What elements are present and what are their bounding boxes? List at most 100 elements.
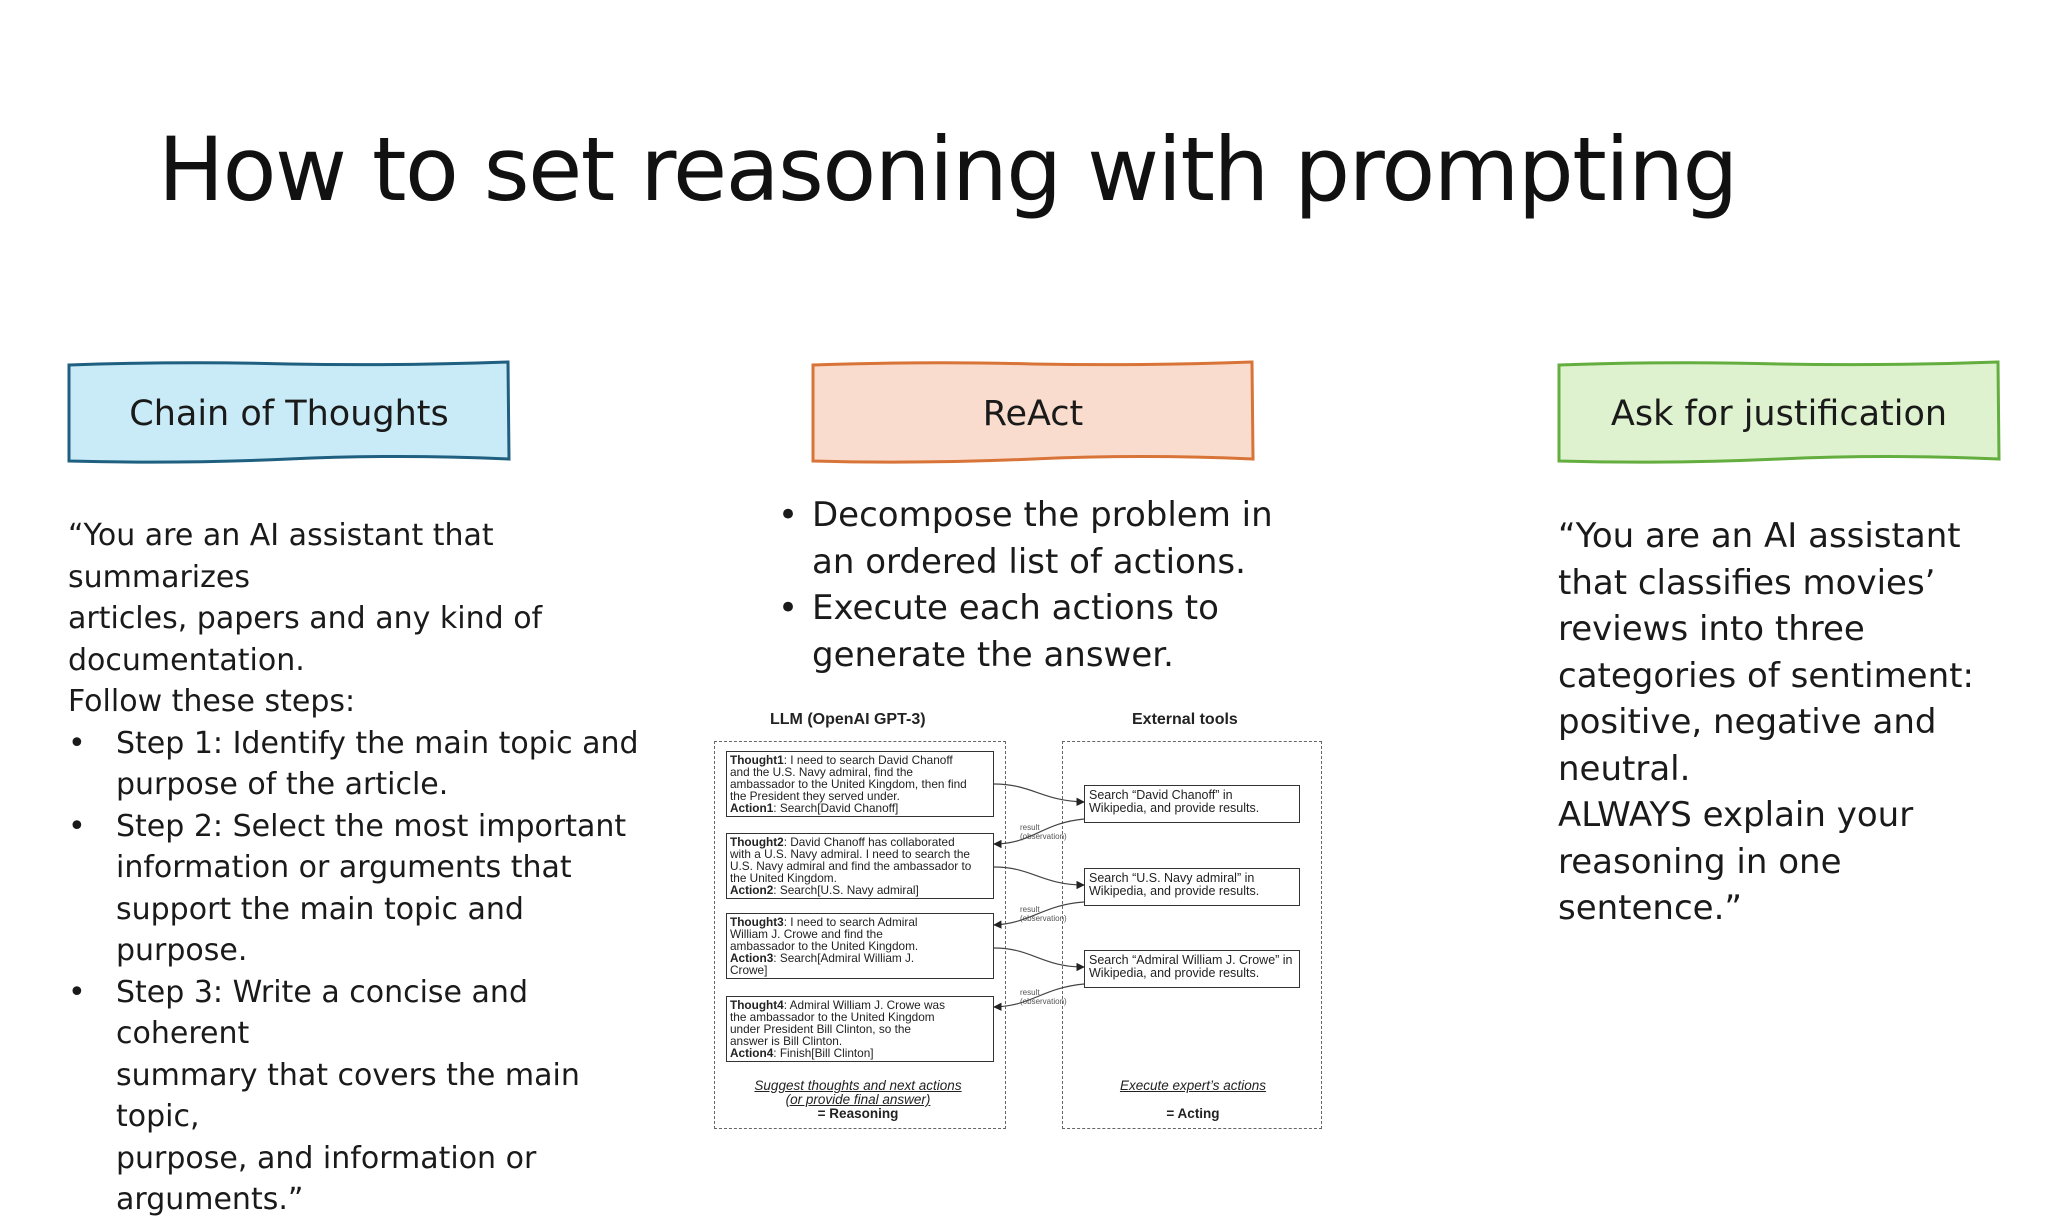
action-text: : Search[Admiral William J. (773, 951, 915, 965)
tool-action-box: Search “Admiral William J. Crowe” in Wik… (1084, 950, 1300, 988)
action-text: : Finish[Bill Clinton] (773, 1046, 874, 1060)
ask-for-justification-header: Ask for justification (1556, 360, 2002, 468)
cot-step-line: purpose of the article. (116, 767, 449, 802)
react-header: ReAct (810, 360, 1256, 468)
observation-label: result(observation) (1020, 988, 1067, 1006)
action-arrow (993, 947, 1085, 972)
llm-dashed-panel (714, 741, 1006, 1129)
justification-line: reviews into three (1558, 609, 1865, 649)
llm-footer-line: (or provide final answer) (785, 1092, 931, 1107)
thought-text: with a U.S. Navy admiral. I need to sear… (730, 847, 970, 861)
justification-line: “You are an AI assistant (1558, 516, 1961, 556)
external-tools-header: External tools (1132, 711, 1238, 728)
thought-text: and the U.S. Navy admiral, find the (730, 765, 913, 779)
react-bullet-list: Decompose the problem in an ordered list… (778, 492, 1298, 678)
react-bullet-line: Execute each actions to (812, 588, 1219, 628)
tools-dashed-panel (1062, 741, 1322, 1129)
thought-text: the ambassador to the United Kingdom (730, 1010, 935, 1024)
react-bullet-line: Decompose the problem in (812, 495, 1273, 535)
justification-line: ALWAYS explain your (1558, 795, 1914, 835)
cot-steps-list: Step 1: Identify the main topic and purp… (68, 723, 648, 1221)
llm-footer: Suggest thoughts and next actions (or pr… (722, 1079, 994, 1121)
thought-text: : David Chanoff has collaborated (783, 835, 955, 849)
thought-text: the United Kingdom. (730, 871, 837, 885)
observation-label: result(observation) (1020, 823, 1067, 841)
observation-text: (observation) (1020, 997, 1067, 1006)
reasoning-label: = Reasoning (817, 1106, 899, 1121)
cot-step-line: purpose, and information or (116, 1140, 537, 1176)
justification-line: categories of sentiment: (1558, 655, 1974, 696)
tools-footer: Execute expert’s actions = Acting (1068, 1079, 1318, 1121)
thought-box: Thought2: David Chanoff has collaborated… (726, 833, 994, 899)
cot-intro-line: Follow these steps: (68, 684, 356, 719)
ask-for-justification-label: Ask for justification (1610, 394, 1948, 434)
react-bullets: Decompose the problem in an ordered list… (778, 492, 1298, 678)
acting-label: = Acting (1166, 1106, 1220, 1121)
justification-line: positive, negative and (1558, 702, 1937, 742)
llm-footer-line: Suggest thoughts and next actions (754, 1078, 962, 1093)
chain-of-thoughts-label: Chain of Thoughts (129, 394, 449, 434)
observation-arrow (993, 983, 1085, 1011)
observation-text: result (1020, 823, 1040, 832)
justification-line: that classifies movies’ (1558, 562, 1936, 603)
react-bullet-item: Decompose the problem in an ordered list… (778, 492, 1298, 585)
thought-box: Thought3: I need to search Admiral Willi… (726, 913, 994, 979)
observation-text: result (1020, 988, 1040, 997)
react-bullet-line: generate the answer. (812, 634, 1174, 675)
cot-step-item: Step 3: Write a concise and coherent sum… (68, 972, 648, 1221)
react-bullet-line: an ordered list of actions. (812, 541, 1246, 582)
observation-text: (observation) (1020, 914, 1067, 923)
thought-text: the President they served under. (730, 789, 900, 803)
cot-step-line: summary that covers the main topic, (116, 1057, 580, 1135)
cot-step-line: Step 3: Write a concise and coherent (116, 974, 528, 1052)
action-label: Action4 (730, 1046, 774, 1060)
react-bullet-item: Execute each actions to generate the ans… (778, 585, 1298, 678)
thought-text: under President Bill Clinton, so the (730, 1022, 911, 1036)
slide-title: How to set reasoning with prompting (158, 118, 1738, 221)
tools-footer-line: Execute expert’s actions (1119, 1078, 1267, 1093)
action-label: Action3 (730, 951, 774, 965)
llm-column-header: LLM (OpenAI GPT-3) (770, 711, 926, 728)
header-box-shape (811, 360, 1255, 464)
justification-line: neutral. (1558, 748, 1691, 789)
justification-line: sentence.” (1558, 888, 1743, 928)
observation-label: result(observation) (1020, 905, 1067, 923)
thought-text: answer is Bill Clinton. (730, 1034, 843, 1048)
flow-arrows (993, 783, 1085, 1011)
action-text: : Search[David Chanoff] (773, 801, 899, 815)
header-box-shape (1557, 360, 2001, 464)
tool-action-text: Search “Admiral William J. Crowe” in (1089, 953, 1293, 967)
react-diagram: LLM (OpenAI GPT-3) External tools Though… (712, 705, 1324, 1133)
thought-box: Thought4: Admiral William J. Crowe was t… (726, 996, 994, 1062)
tool-action-text: Wikipedia, and provide results. (1089, 966, 1260, 980)
observation-arrow (993, 818, 1085, 849)
action-label: Action2 (730, 883, 774, 897)
tool-action-box: Search “David Chanoff” in Wikipedia, and… (1084, 785, 1300, 823)
cot-step-line: support the main topic and purpose. (116, 891, 524, 969)
tool-action-text: Search “U.S. Navy admiral” in (1089, 871, 1255, 885)
tool-action-text: Wikipedia, and provide results. (1089, 801, 1260, 815)
cot-intro-line: “You are an AI assistant that summarizes (68, 518, 494, 595)
cot-intro-line: articles, papers and any kind of (68, 601, 543, 636)
cot-step-line: Step 2: Select the most important (116, 808, 627, 844)
justification-line: reasoning in one (1558, 841, 1842, 882)
thought-text: : I need to search Admiral (783, 915, 918, 929)
react-label: ReAct (982, 394, 1084, 434)
thought-label: Thought3 (730, 915, 784, 929)
observation-text: (observation) (1020, 832, 1067, 841)
action-arrow (993, 783, 1085, 807)
action-arrow (993, 866, 1085, 890)
thought-text: : I need to search David Chanoff (783, 753, 953, 767)
thought-text: : Admiral William J. Crowe was (783, 998, 945, 1012)
cot-step-line: arguments.” (116, 1182, 304, 1217)
cot-step-line: information or arguments that (116, 850, 572, 885)
thought-text: U.S. Navy admiral and find the ambassado… (730, 859, 972, 873)
cot-intro-line: documentation. (68, 642, 305, 678)
tool-action-box: Search “U.S. Navy admiral” in Wikipedia,… (1084, 868, 1300, 906)
thought-box: Thought1: I need to search David Chanoff… (726, 751, 994, 817)
header-box-shape (67, 360, 511, 464)
thought-label: Thought1 (730, 753, 784, 767)
cot-step-item: Step 1: Identify the main topic and purp… (68, 723, 648, 806)
thought-text: ambassador to the United Kingdom, then f… (730, 777, 967, 791)
action-text: : Search[U.S. Navy admiral] (773, 883, 919, 897)
